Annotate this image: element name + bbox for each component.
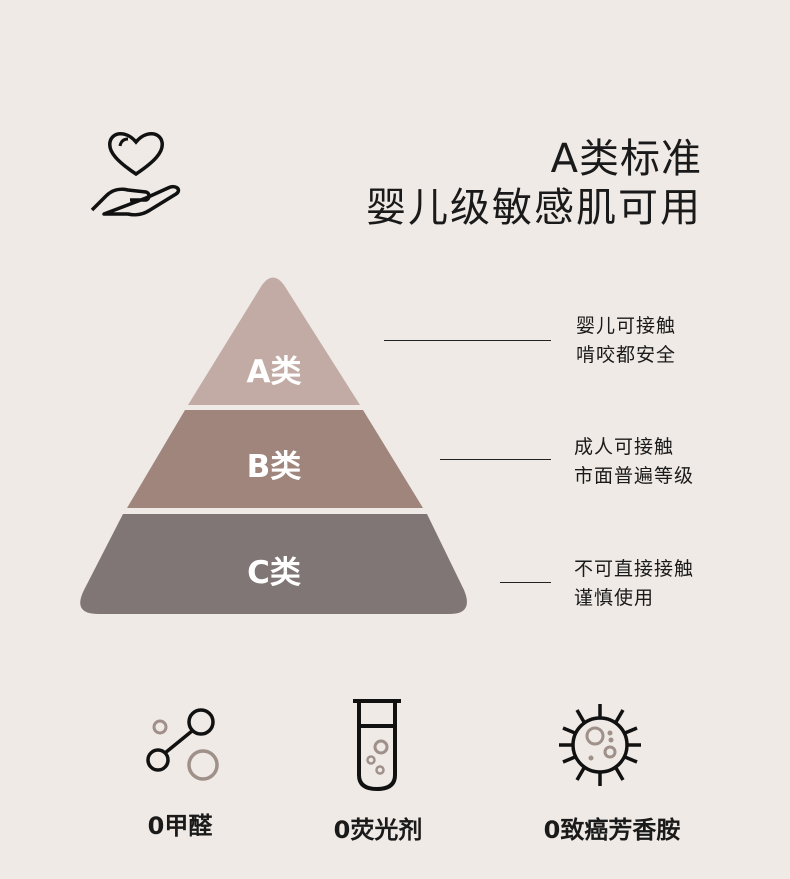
connector-line-c xyxy=(500,582,551,583)
tier-a-label: A类 xyxy=(246,354,302,390)
pyramid-tier-c xyxy=(80,514,467,614)
tier-c-description: 不可直接接触谨慎使用 xyxy=(574,555,694,613)
tier-c-label: C类 xyxy=(247,555,301,591)
tier-a-desc-line-1: 婴儿可接触 xyxy=(576,315,677,337)
tier-b-desc-line-1: 成人可接触 xyxy=(574,436,675,458)
tier-c-desc-line-1: 不可直接接触 xyxy=(574,558,695,580)
connector-line-a xyxy=(384,340,551,341)
tier-c-desc-line-2: 谨慎使用 xyxy=(574,587,655,609)
tier-a-desc-line-2: 啃咬都安全 xyxy=(576,344,677,366)
pyramid-tier-b xyxy=(127,410,423,508)
test-tube-icon xyxy=(353,699,401,792)
pyramid-tier-a xyxy=(188,277,360,405)
connector-line-b xyxy=(440,459,551,460)
title-line-1: A类标准 xyxy=(550,136,702,182)
tier-a-description: 婴儿可接触啃咬都安全 xyxy=(576,312,676,370)
molecule-icon xyxy=(146,708,219,781)
tier-b-description: 成人可接触市面普遍等级 xyxy=(574,433,694,491)
hand-heart-icon xyxy=(90,132,181,217)
feature-aromatic-amine-label: 0致癌芳香胺 xyxy=(543,816,681,844)
bacteria-icon xyxy=(559,704,641,786)
tier-b-label: B类 xyxy=(246,449,302,485)
feature-fluorescent-label: 0荧光剂 xyxy=(333,816,423,844)
tier-b-desc-line-2: 市面普遍等级 xyxy=(574,465,695,487)
title-line-2: 婴儿级敏感肌可用 xyxy=(366,185,702,231)
feature-formaldehyde-label: 0甲醛 xyxy=(147,812,213,840)
